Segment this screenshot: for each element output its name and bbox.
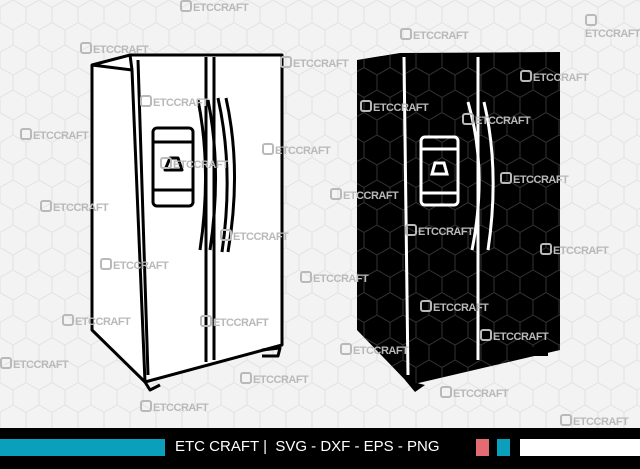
- watermark: ETCCRAFT: [585, 14, 640, 40]
- watermark: ETCCRAFT: [330, 188, 399, 202]
- pink-square: [476, 439, 489, 456]
- watermark: ETCCRAFT: [62, 314, 131, 328]
- refrigerator-silhouette: [357, 52, 560, 392]
- watermark: ETCCRAFT: [520, 70, 589, 84]
- footer-text: ETC CRAFT | SVG - DXF - EPS - PNG: [175, 438, 440, 455]
- watermark: ETCCRAFT: [262, 143, 331, 157]
- watermark: ETCCRAFT: [462, 113, 531, 127]
- watermark: ETCCRAFT: [180, 0, 249, 14]
- watermark: ETCCRAFT: [500, 172, 569, 186]
- watermark: ETCCRAFT: [40, 200, 109, 214]
- watermark: ETCCRAFT: [80, 42, 149, 56]
- watermark: ETCCRAFT: [400, 28, 469, 42]
- watermark: ETCCRAFT: [140, 400, 209, 414]
- watermark: ETCCRAFT: [340, 343, 409, 357]
- watermark: ETCCRAFT: [100, 258, 169, 272]
- watermark: ETCCRAFT: [160, 157, 229, 171]
- watermark: ETCCRAFT: [20, 128, 89, 142]
- watermark: ETCCRAFT: [405, 224, 474, 238]
- watermark: ETCCRAFT: [240, 372, 309, 386]
- watermark: ETCCRAFT: [220, 229, 289, 243]
- watermark: ETCCRAFT: [540, 243, 609, 257]
- brand-name: ETC CRAFT: [175, 438, 259, 455]
- watermark: ETCCRAFT: [140, 95, 209, 109]
- watermark: ETCCRAFT: [480, 329, 549, 343]
- watermark: ETCCRAFT: [360, 100, 429, 114]
- file-formats: SVG - DXF - EPS - PNG: [275, 438, 440, 455]
- watermark: ETCCRAFT: [420, 300, 489, 314]
- white-bar: [520, 439, 640, 456]
- watermark: ETCCRAFT: [280, 56, 349, 70]
- watermark: ETCCRAFT: [0, 357, 69, 371]
- watermark: ETCCRAFT: [440, 386, 509, 400]
- teal-bar: [0, 439, 165, 456]
- watermark: ETCCRAFT: [200, 315, 269, 329]
- teal-square: [497, 439, 510, 456]
- watermark: ETCCRAFT: [300, 271, 369, 285]
- footer-banner: ETC CRAFT | SVG - DXF - EPS - PNG: [0, 428, 640, 469]
- watermark: ETCCRAFT: [560, 414, 629, 428]
